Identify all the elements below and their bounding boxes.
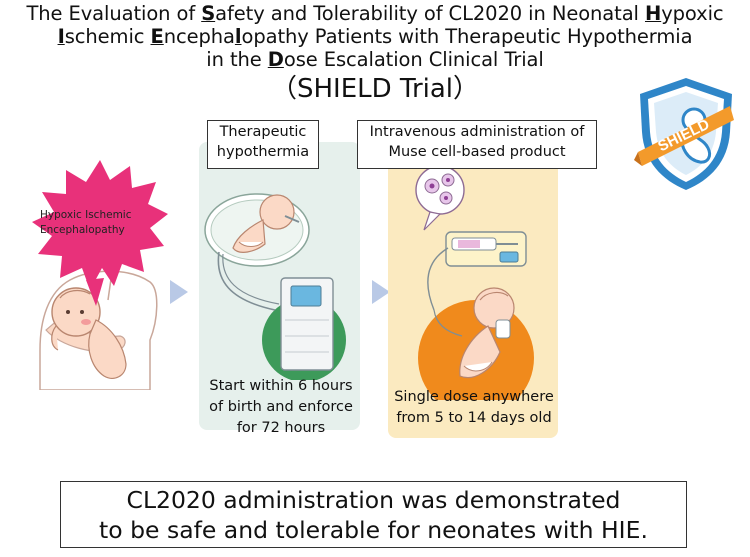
title-initial-letter: H <box>644 2 662 25</box>
arrow-to-muse <box>372 280 390 304</box>
burst-shape <box>32 160 168 290</box>
hypothermia-label-line-2: hypothermia <box>216 144 310 160</box>
conclusion-line-2: to be safe and tolerable for neonates wi… <box>99 516 648 544</box>
hie-burst-line-1: Hypoxic Ischemic <box>40 209 132 221</box>
title-initial-letter: l <box>234 25 242 48</box>
muse-cells-icon <box>415 165 465 215</box>
title-text-segment: schemic <box>64 25 151 48</box>
hypothermia-caption-line-3: for 72 hours <box>236 420 326 436</box>
title-text-segment: ypoxic <box>661 2 724 25</box>
title-line-2: Ischemic Encephalopathy Patients with Th… <box>0 25 750 48</box>
muse-caption-line-2: from 5 to 14 days old <box>396 410 552 426</box>
title-text-segment: ncepha <box>163 25 235 48</box>
muse-illustration <box>415 165 534 400</box>
trial-subtitle: （SHIELD Trial） <box>270 74 480 104</box>
conclusion-box: CL2020 administration was demonstrated t… <box>60 481 687 548</box>
shield-logo: SHIELD <box>634 78 734 190</box>
hypothermia-caption-line-1: Start within 6 hours <box>209 378 353 394</box>
hie-burst-line-2: Encephalopathy <box>40 224 125 236</box>
trial-title: The Evaluation of Safety and Tolerabilit… <box>0 2 750 71</box>
title-text-segment: in the <box>206 48 268 71</box>
muse-label: Intravenous administration of Muse cell-… <box>357 120 597 169</box>
hie-baby-illustration <box>39 270 158 390</box>
muse-caption: Single dose anywhere from 5 to 14 days o… <box>380 387 568 429</box>
title-line-3: in the Dose Escalation Clinical Trial <box>0 48 750 71</box>
muse-label-line-1: Intravenous administration of <box>369 124 585 140</box>
title-line-1: The Evaluation of Safety and Tolerabilit… <box>0 2 750 25</box>
title-text-segment: afety and Tolerability of CL2020 in Neon… <box>215 2 645 25</box>
hypothermia-caption-line-2: of birth and enforce <box>209 399 353 415</box>
title-text-segment: opathy Patients with Therapeutic Hypothe… <box>241 25 693 48</box>
title-initial-letter: D <box>267 48 284 71</box>
hie-burst-label: Hypoxic Ischemic Encephalopathy <box>40 208 152 238</box>
title-text-segment: The Evaluation of <box>26 2 202 25</box>
muse-label-line-2: Muse cell-based product <box>388 144 566 160</box>
hypothermia-caption: Start within 6 hours of birth and enforc… <box>196 376 366 439</box>
title-initial-letter: E <box>150 25 164 48</box>
title-text-segment: ose Escalation Clinical Trial <box>283 48 544 71</box>
hypothermia-label: Therapeutic hypothermia <box>207 120 319 169</box>
arrow-to-hypothermia <box>170 280 188 304</box>
conclusion-line-1: CL2020 administration was demonstrated <box>126 486 621 514</box>
hypothermia-illustration <box>204 193 346 380</box>
title-initial-letter: I <box>57 25 65 48</box>
muse-caption-line-1: Single dose anywhere <box>394 389 554 405</box>
title-initial-letter: S <box>201 2 216 25</box>
hie-burst <box>32 160 168 306</box>
hypothermia-label-line-1: Therapeutic <box>219 124 307 140</box>
